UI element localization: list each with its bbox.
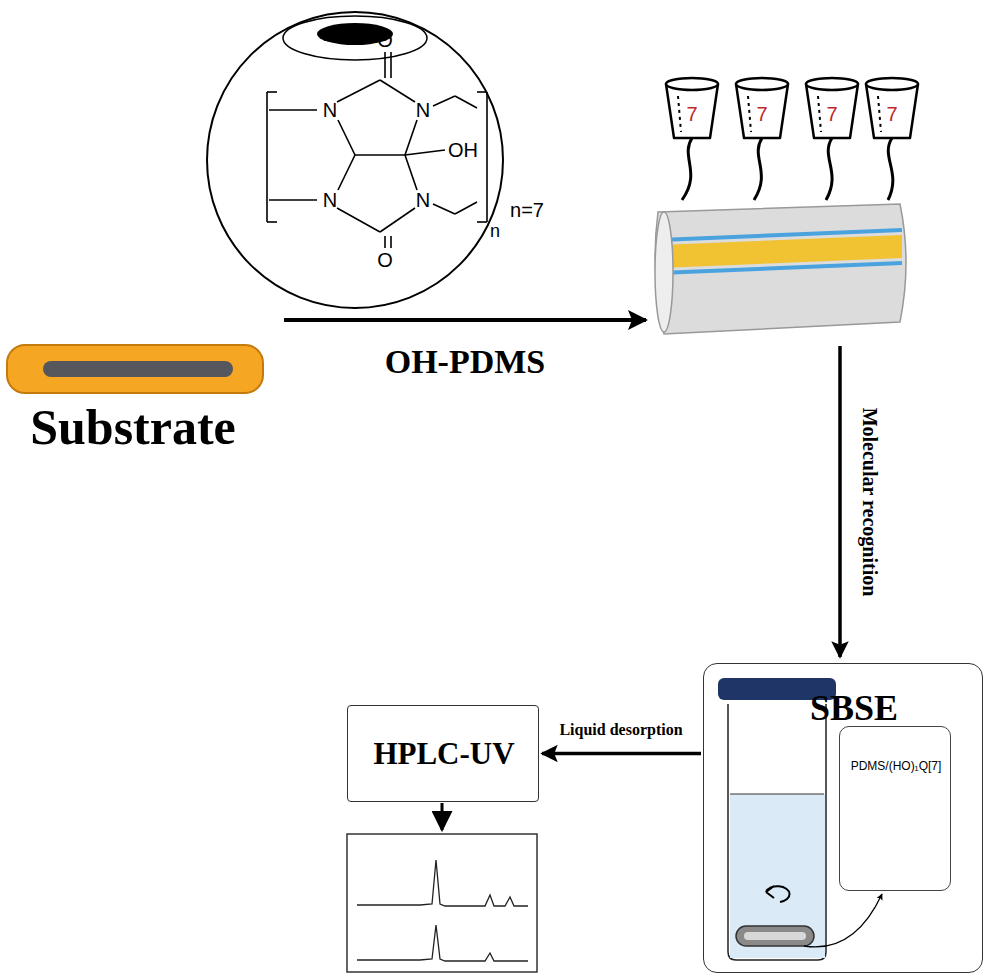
cup-rim bbox=[736, 78, 788, 90]
bond-line bbox=[384, 52, 386, 78]
atom-label: n=7 bbox=[510, 199, 544, 221]
bond-line bbox=[405, 150, 445, 155]
coating-box: PDMS/(HO)₁Q[7] bbox=[839, 726, 951, 891]
bond-line bbox=[337, 80, 380, 102]
atom-label: O bbox=[377, 29, 393, 51]
tether-line bbox=[754, 138, 762, 200]
bond-line bbox=[455, 96, 477, 108]
atom-label: N bbox=[323, 189, 337, 211]
bond-line bbox=[405, 155, 417, 190]
vial-body bbox=[728, 704, 826, 960]
atom-label: O bbox=[377, 249, 393, 271]
hplc-box: HPLC-UV bbox=[347, 705, 539, 802]
bond-line bbox=[267, 91, 277, 93]
coating-layer bbox=[660, 263, 902, 273]
flow-arrow bbox=[542, 752, 701, 756]
atom-label: N bbox=[416, 99, 430, 121]
down-arrow bbox=[441, 803, 444, 830]
cup-dash bbox=[678, 96, 681, 132]
bond-line bbox=[338, 120, 355, 155]
sbse-box: SBSE PDMS/(HO)₁Q[7] bbox=[703, 663, 983, 973]
zoom-arrow bbox=[804, 894, 882, 947]
water-surface bbox=[730, 794, 824, 795]
arrow-label: OH-PDMS bbox=[383, 343, 548, 380]
ring-size-number: 7 bbox=[686, 103, 697, 125]
flow-arrow bbox=[838, 346, 842, 657]
atom-label: OH bbox=[448, 139, 478, 161]
structure-circle bbox=[207, 12, 503, 308]
cucurbituril-cup bbox=[736, 84, 788, 138]
atom-label: N bbox=[416, 189, 430, 211]
bond-line bbox=[477, 221, 487, 223]
cup-dash bbox=[878, 96, 881, 132]
chromatogram-trace bbox=[357, 860, 528, 906]
tether-line bbox=[888, 138, 893, 200]
bond-line bbox=[380, 208, 415, 232]
stir-bar bbox=[736, 926, 814, 946]
cup-rim bbox=[806, 78, 858, 90]
bond-line bbox=[269, 199, 317, 201]
bond-line bbox=[405, 120, 417, 155]
cup-rim bbox=[666, 78, 718, 90]
cavity-outline bbox=[283, 16, 427, 60]
node-label: HPLC-UV bbox=[373, 737, 514, 771]
water-sample bbox=[730, 794, 825, 958]
cucurbituril-cup bbox=[866, 84, 918, 138]
bond-line bbox=[390, 236, 392, 248]
node-label: SBSE bbox=[810, 689, 898, 729]
flow-arrow bbox=[284, 318, 646, 322]
stir-bar-coating bbox=[744, 932, 806, 940]
arrow-label: Molecular recognition bbox=[859, 405, 881, 598]
bond-line bbox=[338, 155, 355, 190]
structure-circle: ONNOHNNOnn=7 bbox=[205, 10, 505, 310]
substrate-tube bbox=[7, 345, 263, 393]
substrate-tube: Substrate bbox=[5, 300, 280, 462]
tether-line bbox=[826, 138, 832, 200]
bond-line bbox=[433, 204, 455, 214]
bond-line bbox=[267, 221, 277, 223]
cucurbituril-cup bbox=[806, 84, 858, 138]
cup-rim bbox=[866, 78, 918, 90]
ring-size-number: 7 bbox=[886, 103, 897, 125]
chromatogram-trace bbox=[357, 925, 528, 961]
node-label: PDMS/(HO)₁Q[7] bbox=[848, 760, 944, 773]
rod-end bbox=[655, 212, 673, 332]
cucurbituril-cup bbox=[666, 84, 718, 138]
bond-line bbox=[266, 92, 268, 222]
bond-line bbox=[384, 236, 386, 248]
coated-stir-bar: 7 7 7 7 bbox=[650, 72, 912, 340]
coated-rod bbox=[655, 204, 906, 334]
cup-dash bbox=[818, 96, 821, 132]
bond-line bbox=[433, 96, 455, 106]
bond-line bbox=[486, 92, 488, 222]
node-label: Substrate bbox=[30, 400, 236, 455]
chromatogram-box bbox=[347, 834, 537, 972]
atom-label: n bbox=[490, 222, 500, 242]
bond-line bbox=[355, 154, 405, 156]
ring-size-number: 7 bbox=[756, 103, 767, 125]
steel-rod bbox=[43, 361, 233, 377]
cup-dash bbox=[748, 96, 751, 132]
bond-line bbox=[337, 208, 380, 232]
bond-line bbox=[380, 80, 415, 102]
bond-line bbox=[477, 91, 487, 93]
stir-symbol bbox=[766, 886, 790, 902]
ring-size-number: 7 bbox=[826, 103, 837, 125]
tether-line bbox=[682, 138, 692, 200]
bond-line bbox=[455, 202, 477, 214]
illustration bbox=[840, 727, 950, 890]
atom-label: N bbox=[323, 99, 337, 121]
bond-line bbox=[269, 109, 317, 111]
bond-line bbox=[390, 52, 392, 78]
arrow-label: Liquid desorption bbox=[557, 721, 684, 739]
